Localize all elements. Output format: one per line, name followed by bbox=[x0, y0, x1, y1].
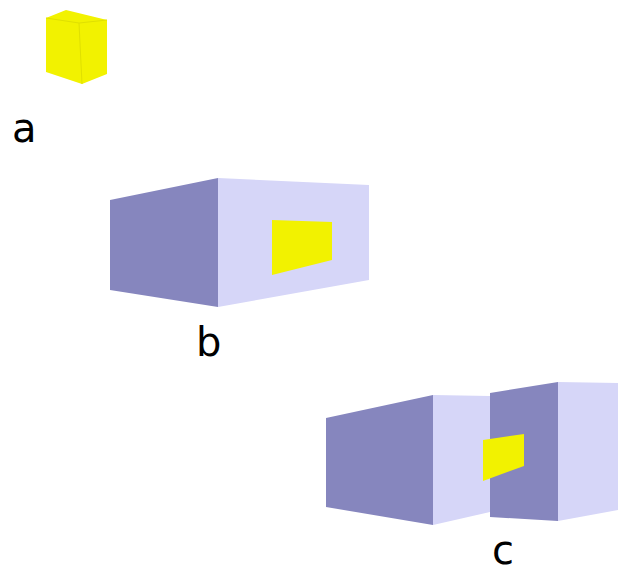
light-face bbox=[218, 178, 369, 307]
cube-edge bbox=[79, 23, 82, 84]
notched-box bbox=[326, 382, 618, 525]
dark-face bbox=[326, 395, 433, 525]
yellow-window bbox=[272, 220, 332, 275]
figure-label: a bbox=[12, 108, 37, 148]
cube-edge bbox=[46, 18, 107, 23]
yellow-window bbox=[483, 434, 524, 481]
box-with-window bbox=[110, 178, 369, 307]
cube-body bbox=[46, 10, 107, 84]
figure-label: c bbox=[492, 530, 514, 570]
light-face bbox=[433, 395, 490, 525]
small-cube bbox=[46, 10, 107, 84]
light-face bbox=[558, 382, 618, 521]
dark-face bbox=[110, 178, 218, 307]
figure-label: b bbox=[196, 322, 221, 362]
